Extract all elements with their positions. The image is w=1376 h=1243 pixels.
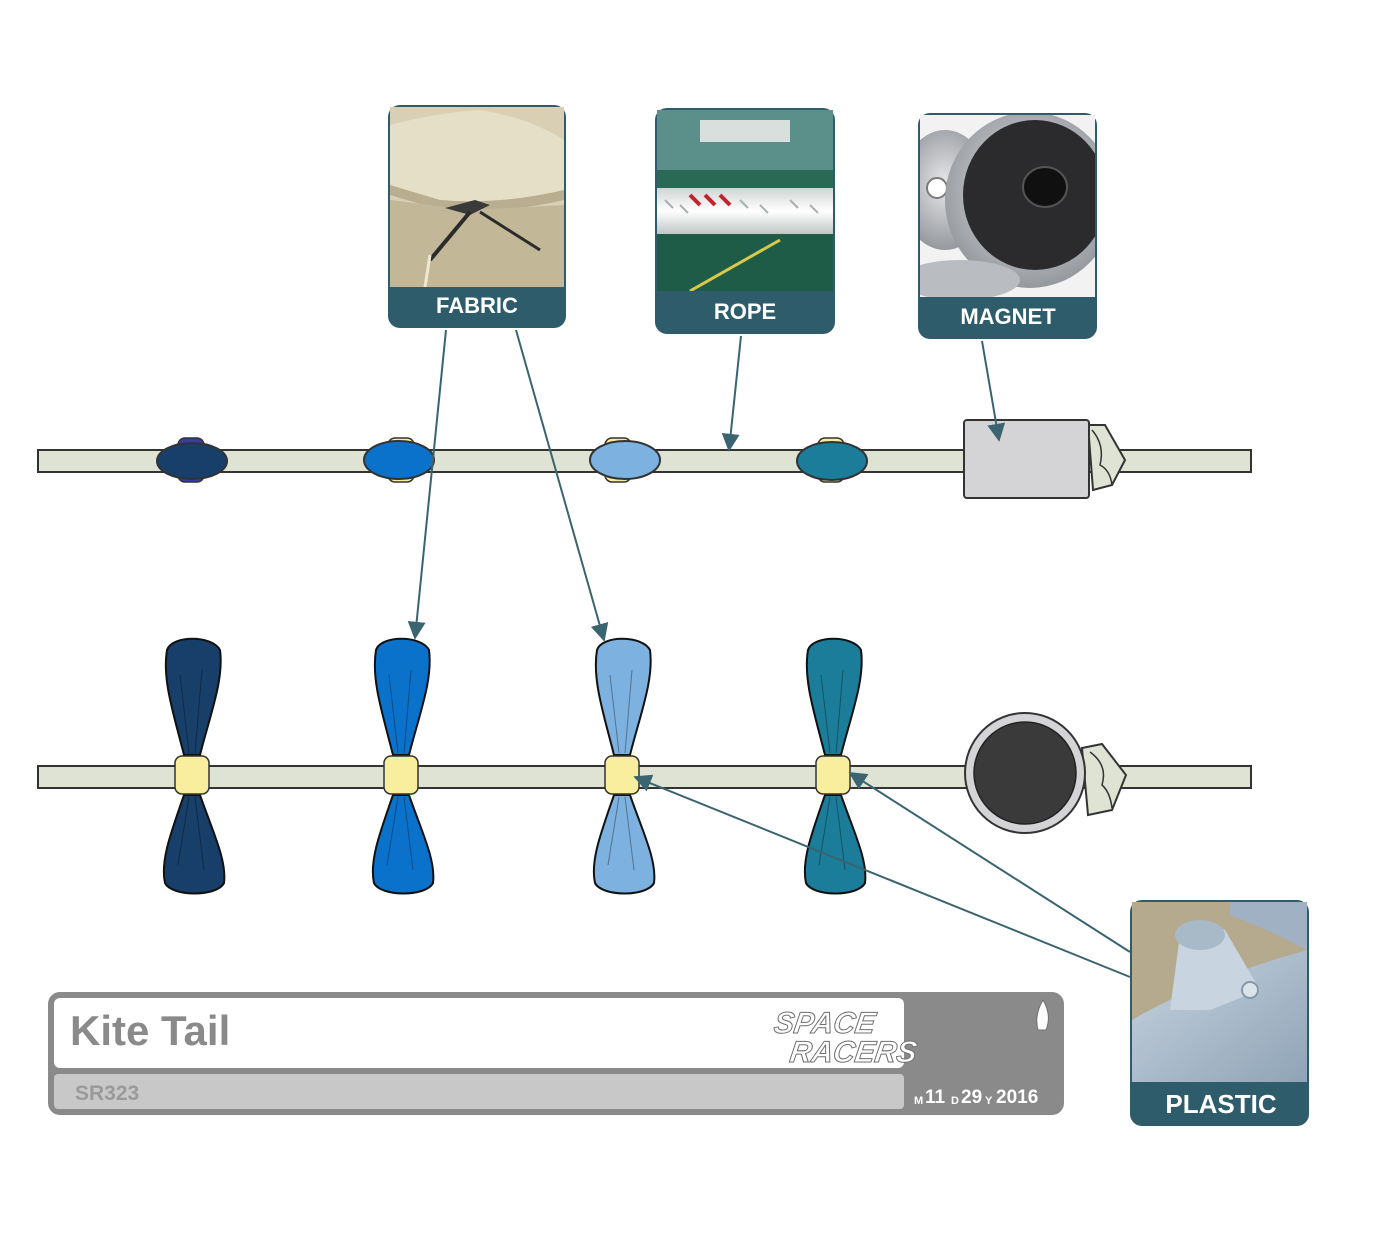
- arrow-rope-to-rope: [721, 335, 742, 452]
- arrow-plastic-to-clip-4: [848, 772, 1131, 953]
- date-day-marker: D: [951, 1095, 959, 1107]
- date-year-marker: Y: [985, 1095, 993, 1107]
- magnet-photo: [920, 115, 1095, 297]
- fabric-label: FABRIC: [436, 293, 518, 318]
- bow-top-lobe: [805, 637, 863, 756]
- plastic-clip: [815, 755, 851, 795]
- bow-top-lobe: [164, 637, 222, 756]
- page-title: Kite Tail: [70, 1007, 230, 1054]
- plastic-label: PLASTIC: [1165, 1089, 1276, 1119]
- bow-bottom-lobe: [371, 794, 435, 895]
- plastic-clip: [604, 755, 640, 795]
- part-code: SR323: [75, 1082, 139, 1105]
- plastic-clip: [174, 755, 210, 795]
- rocket-icon: [1036, 999, 1049, 1031]
- top-bunch-4: [796, 437, 868, 483]
- bow-fold-lines: [386, 669, 414, 871]
- magnet-label: MAGNET: [960, 304, 1056, 329]
- rope-card: ROPE: [655, 108, 835, 334]
- rope-label: ROPE: [714, 299, 776, 324]
- bow-top-lobe: [373, 637, 431, 756]
- bow-fold-lines: [607, 669, 635, 871]
- top-rope-knot: [1086, 424, 1127, 492]
- arrow-magnet-to-housing: [981, 340, 1006, 442]
- plastic-card: PLASTIC: [1130, 900, 1309, 1126]
- date-month: 11: [925, 1087, 946, 1108]
- bow-top-lobe: [594, 637, 652, 756]
- bottom-rope-assembly: [37, 637, 1252, 895]
- magnet-card: MAGNET: [918, 113, 1097, 339]
- bow-light-blue: [592, 637, 656, 895]
- arrow-plastic-to-clip-3: [633, 774, 1131, 978]
- date-stamp: M 11 D 29 Y 2016: [914, 1087, 1038, 1108]
- bow-teal: [803, 637, 867, 895]
- fabric-photo: [390, 107, 564, 287]
- top-bunch-3: [589, 437, 661, 483]
- top-magnet-housing: [963, 419, 1090, 499]
- title-block: Kite Tail SR323 SPACE RACERS M 11 D 29 Y…: [48, 992, 1064, 1115]
- plastic-clip: [383, 755, 419, 795]
- rope-photo: [657, 110, 833, 291]
- arrow-fabric-to-bow-2: [407, 329, 447, 640]
- logo-word-2: RACERS: [788, 1036, 919, 1069]
- top-bunch-1: [156, 437, 228, 483]
- bottom-magnet: [964, 712, 1086, 834]
- logo-word-1: SPACE: [772, 1007, 879, 1040]
- bottom-rope-knot: [1080, 742, 1128, 817]
- bow-fold-lines: [818, 669, 846, 871]
- title-field: [54, 998, 904, 1068]
- plastic-photo: [1132, 902, 1307, 1082]
- date-month-marker: M: [914, 1095, 923, 1107]
- top-rope-assembly: [37, 419, 1252, 499]
- bow-bottom-lobe: [162, 794, 226, 895]
- fabric-card: FABRIC: [388, 105, 566, 328]
- bow-bottom-lobe: [592, 794, 656, 895]
- date-day: 29: [961, 1087, 982, 1108]
- top-bunch-2: [363, 437, 435, 483]
- date-year: 2016: [996, 1087, 1038, 1108]
- bow-navy: [162, 637, 226, 895]
- bow-bottom-lobe: [803, 794, 867, 895]
- arrows: [407, 329, 1131, 978]
- bow-blue: [371, 637, 435, 895]
- bow-fold-lines: [177, 669, 205, 871]
- bows-layer: [162, 637, 867, 895]
- space-racers-logo: SPACE RACERS: [771, 999, 1049, 1069]
- code-field: [54, 1074, 904, 1109]
- arrow-fabric-to-bow-3: [515, 329, 609, 642]
